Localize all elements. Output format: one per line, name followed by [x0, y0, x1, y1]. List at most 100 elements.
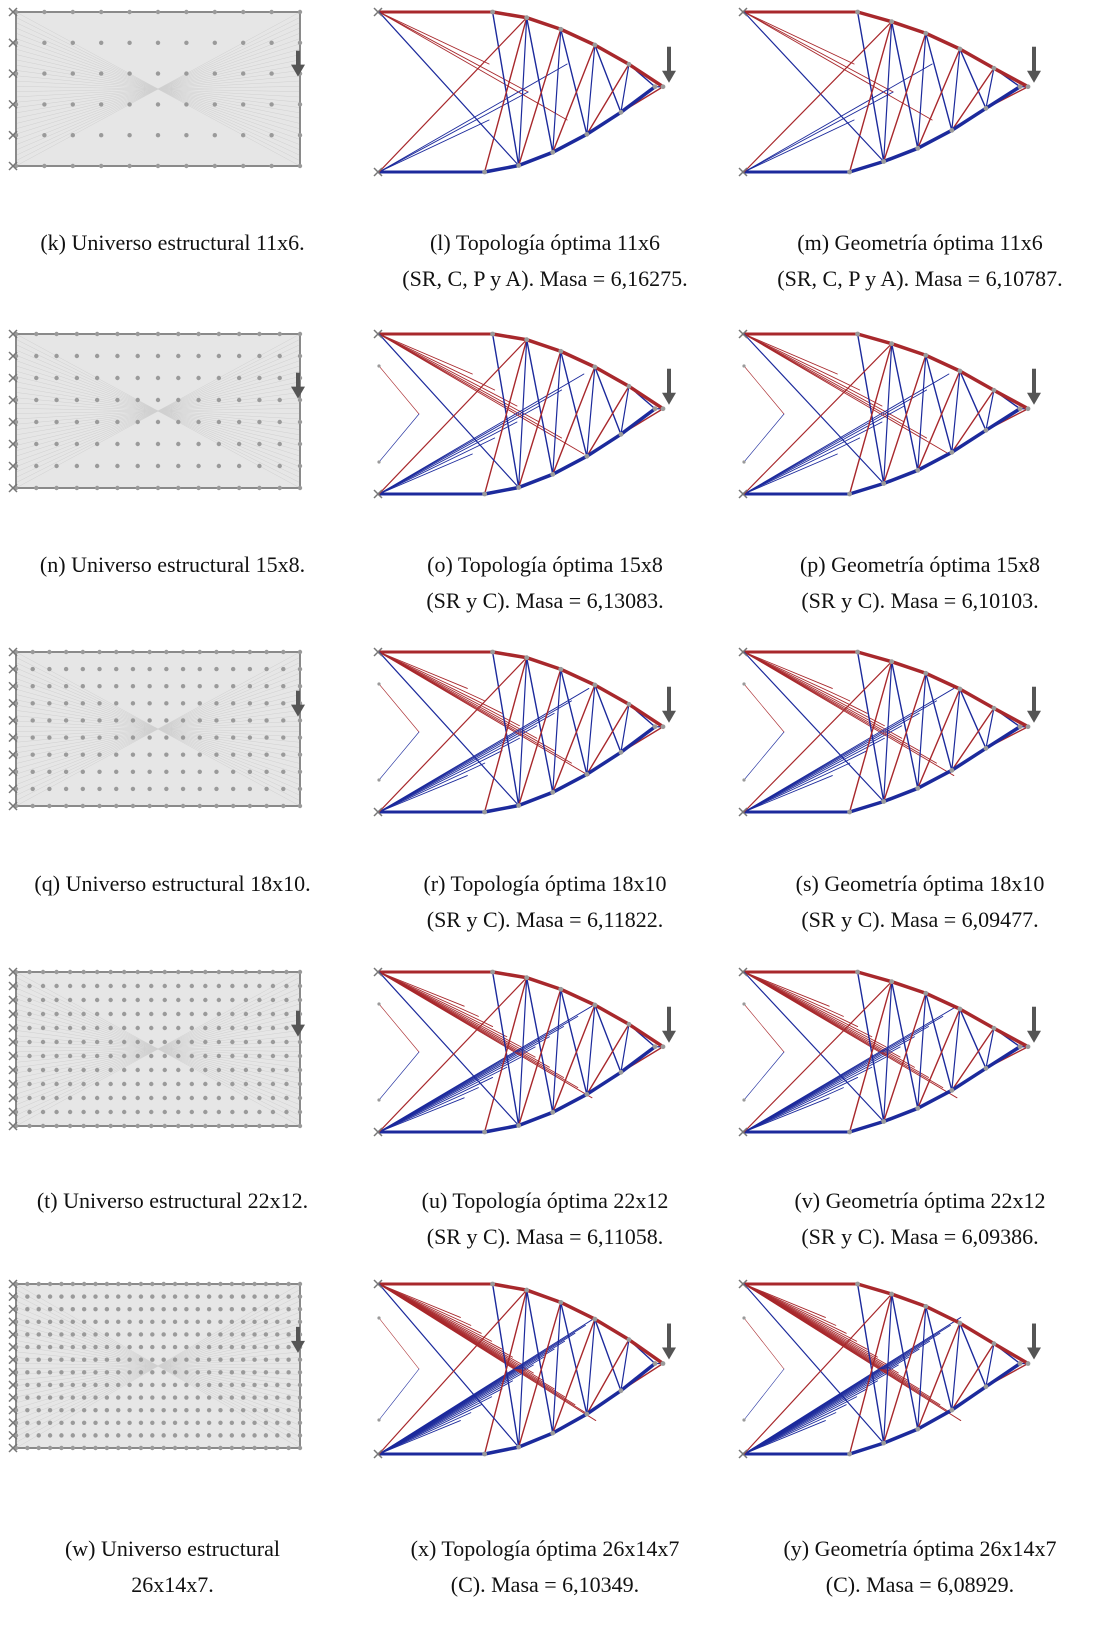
grid-node	[297, 1382, 303, 1388]
grid-node	[257, 441, 262, 447]
grid-node	[252, 1433, 257, 1438]
grid-node	[70, 1407, 76, 1413]
grid-node	[81, 1382, 87, 1388]
grid-node	[34, 485, 39, 491]
truss-bar	[951, 389, 995, 454]
grid-node	[127, 1294, 132, 1299]
grid-node	[155, 133, 161, 138]
grid-node	[27, 1039, 32, 1045]
grid-node	[284, 1081, 289, 1087]
truss-node	[516, 485, 522, 490]
grid-node	[30, 803, 35, 809]
grid-node	[189, 1123, 195, 1129]
grid-node	[212, 102, 217, 107]
grid-node	[70, 9, 76, 15]
truss-bar	[950, 1066, 988, 1093]
truss-bar	[743, 971, 885, 1123]
grid-node	[94, 397, 100, 403]
truss-node	[923, 670, 929, 676]
grid-node	[27, 1109, 32, 1115]
grid-node	[189, 1053, 195, 1059]
grid-node	[108, 1095, 113, 1101]
grid-node	[230, 684, 236, 689]
grid-node	[30, 752, 35, 757]
grid-node	[94, 1123, 100, 1129]
grid-node	[162, 969, 167, 975]
truss-node	[626, 1337, 632, 1343]
grid-node	[230, 769, 236, 774]
grid-node	[70, 40, 76, 45]
truss-bar	[890, 1293, 919, 1430]
grid-node	[184, 1357, 189, 1362]
grid-node	[297, 485, 303, 491]
grid-node	[150, 1357, 155, 1362]
truss-bar	[917, 672, 927, 789]
grid-node	[81, 969, 86, 975]
grid-node	[67, 1067, 73, 1073]
caption-geometry-26x14x7: (y) Geometría óptima 26x14x7 (C). Masa =…	[783, 1536, 1057, 1597]
grid-node	[286, 1445, 291, 1451]
grid-node	[162, 1123, 167, 1129]
truss-bar	[950, 106, 988, 133]
grid-node	[42, 163, 47, 169]
grid-node	[155, 419, 161, 425]
grid-node	[229, 1382, 235, 1388]
grid-node	[297, 983, 303, 989]
grid-node	[230, 666, 236, 672]
truss-bar	[378, 333, 585, 455]
truss-bar	[984, 406, 1022, 433]
truss-bar	[856, 11, 885, 163]
truss-bar	[586, 63, 630, 136]
truss-bar	[560, 988, 588, 1096]
grid-node	[252, 1332, 257, 1337]
grid-node	[104, 1281, 110, 1287]
truss-node	[482, 169, 487, 175]
grid-node	[216, 1081, 222, 1087]
truss-node	[626, 61, 632, 67]
grid-node	[34, 375, 39, 381]
truss-node	[524, 337, 530, 343]
grid-node	[138, 1294, 144, 1299]
truss-bar	[525, 1289, 554, 1434]
truss-bar	[586, 385, 630, 458]
grid-node	[127, 9, 132, 15]
grid-node	[150, 1319, 155, 1325]
grid-node	[263, 1357, 269, 1362]
grid-node	[203, 983, 208, 989]
grid-node	[30, 769, 35, 774]
grid-node	[161, 1319, 166, 1325]
truss-bar	[378, 1005, 593, 1133]
grid-node	[130, 649, 136, 655]
grid-node	[116, 1420, 121, 1425]
grid-node	[263, 1407, 269, 1413]
truss-bar	[627, 702, 665, 729]
grid-node	[189, 1067, 195, 1073]
truss-bar	[743, 11, 855, 65]
truss-bar	[743, 333, 838, 375]
grid-node	[127, 1445, 132, 1451]
grid-node	[216, 1025, 222, 1031]
truss-node	[881, 1440, 887, 1446]
truss-bar	[883, 981, 893, 1123]
grid-node	[241, 1382, 246, 1388]
grid-node	[70, 133, 76, 138]
grid-node	[25, 1344, 30, 1350]
grid-node	[257, 353, 262, 359]
support-mark	[8, 1317, 18, 1327]
grid-node	[270, 1081, 276, 1087]
truss-bar	[378, 657, 528, 813]
grid-node	[94, 353, 100, 359]
grid-node	[263, 1420, 269, 1425]
grid-node	[94, 1109, 100, 1115]
truss-bar	[883, 21, 893, 163]
truss-bar	[378, 683, 420, 733]
truss-bar	[958, 47, 996, 71]
grid-node	[161, 1407, 166, 1413]
truss-bar	[378, 437, 496, 495]
grid-node	[229, 1344, 235, 1350]
grid-node	[42, 9, 47, 15]
grid-node	[116, 1294, 121, 1299]
truss-node	[618, 1069, 624, 1075]
grid-node	[127, 1433, 132, 1438]
